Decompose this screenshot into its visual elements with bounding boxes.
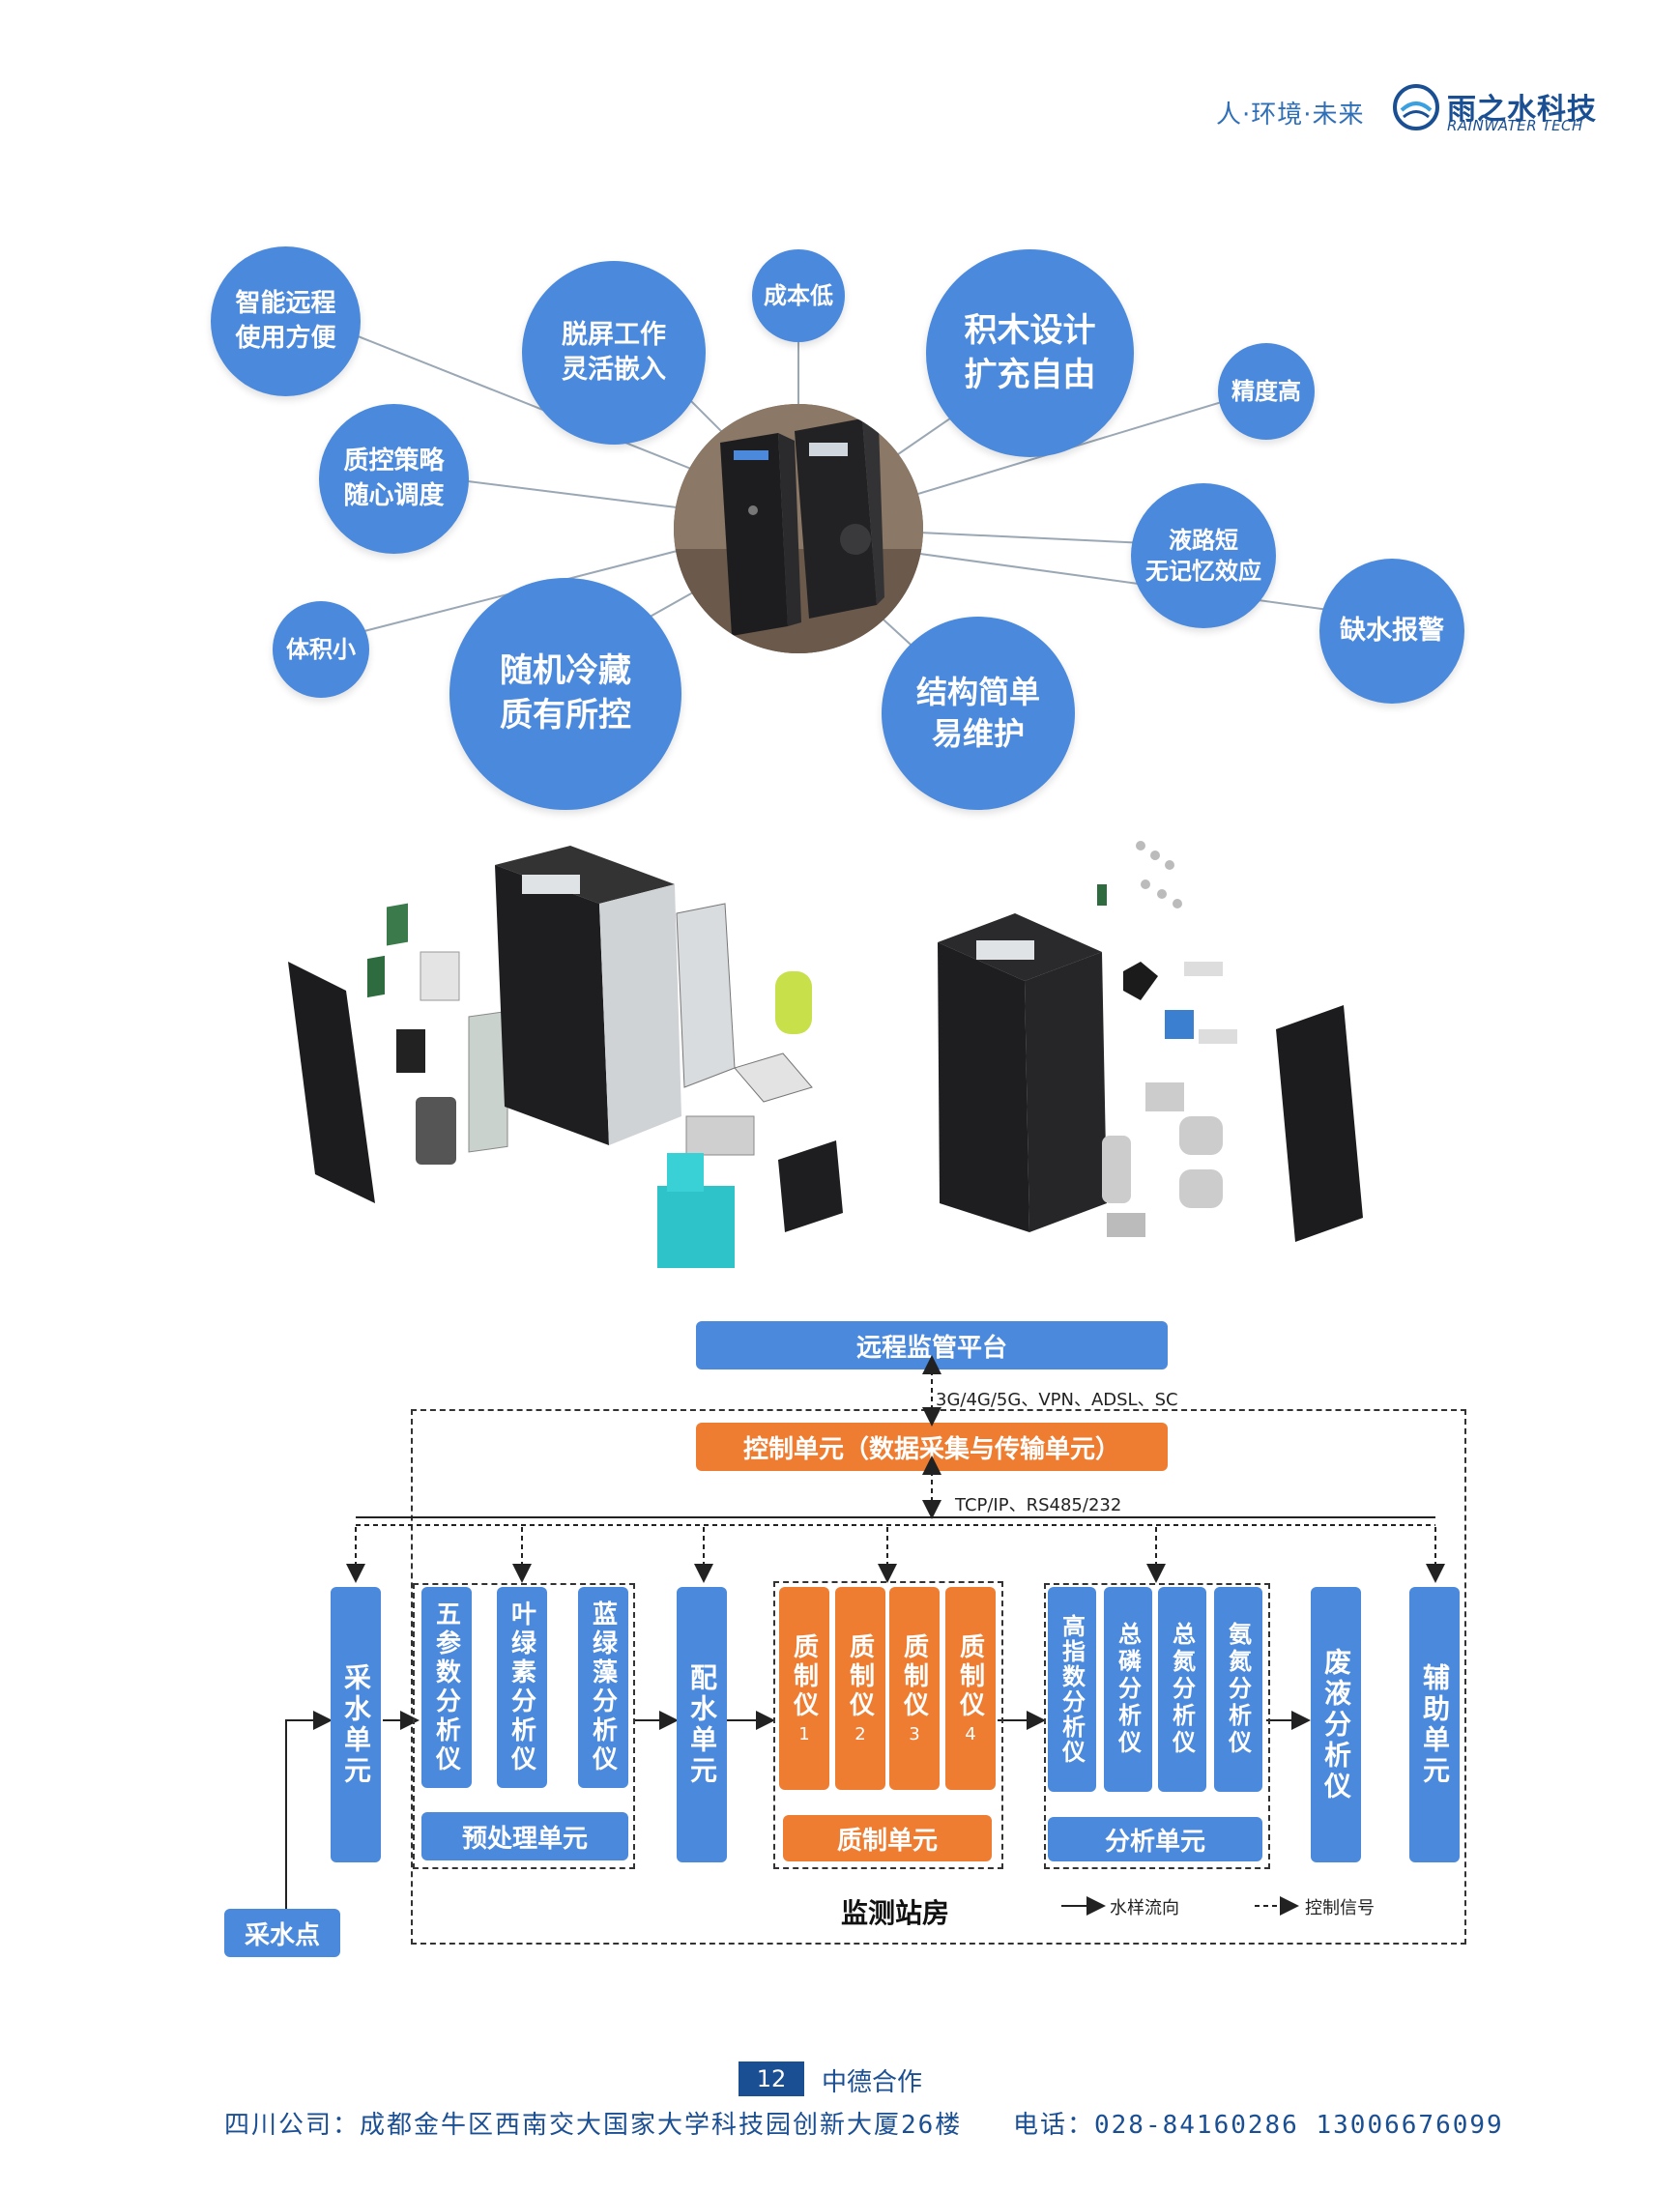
qc-instrument-4-num: 4: [965, 1723, 976, 1744]
feature-bubble-water-alarm: 缺水报警: [1319, 559, 1464, 704]
qc-instrument-1-num: 1: [798, 1723, 810, 1744]
qc-instrument-3-label: 质制仪: [899, 1632, 929, 1720]
page-number: 12: [739, 2061, 804, 2096]
feature-bubble-small-size: 体积小: [273, 601, 369, 698]
footer-address: 四川公司：成都金牛区西南交大国家大学科技园创新大厦26楼: [224, 2111, 963, 2140]
qc-instrument-1: 质制仪 1: [779, 1587, 829, 1790]
feature-bubble-modular: 积木设计 扩充自由: [926, 249, 1134, 457]
qc-instrument-4: 质制仪 4: [945, 1587, 996, 1790]
legend-signal: 控制信号: [1305, 1898, 1375, 1918]
feature-bubble-offscreen: 脱屏工作 灵活嵌入: [522, 261, 706, 445]
waste-unit: 废液分析仪: [1311, 1587, 1361, 1862]
network-label: 3G/4G/5G、VPN、ADSL、SC: [936, 1390, 1178, 1410]
analyzer-3: 总氮分析仪: [1158, 1587, 1206, 1792]
analysis-unit: 分析单元: [1048, 1817, 1262, 1861]
sampling-point: 采水点: [224, 1909, 340, 1957]
footer-title: 中德合作: [822, 2068, 923, 2097]
pre-group-frame: [413, 1583, 635, 1869]
slogan: 人·环境·未来: [1216, 101, 1365, 130]
qc-instrument-2: 质制仪 2: [835, 1587, 885, 1790]
feature-bubble-easy-maint: 结构简单 易维护: [882, 617, 1075, 810]
qc-instrument-2-label: 质制仪: [845, 1632, 875, 1720]
pre-instrument-3: 蓝绿藻分析仪: [578, 1587, 628, 1788]
pre-instrument-1: 五参数分析仪: [421, 1587, 472, 1788]
qc-instrument-1-label: 质制仪: [789, 1632, 819, 1720]
qc-instrument-3: 质制仪 3: [889, 1587, 940, 1790]
analysis-group-frame: [1044, 1583, 1270, 1869]
feature-bubble-low-cost: 成本低: [752, 249, 845, 342]
logo-cn: 雨之水科技: [1447, 93, 1597, 127]
bus-label: TCP/IP、RS485/232: [955, 1495, 1122, 1515]
exploded-view-illustration: [288, 841, 1363, 1268]
product-photo: [674, 404, 923, 653]
analyzer-1: 高指数分析仪: [1048, 1587, 1096, 1792]
analyzer-2: 总磷分析仪: [1104, 1587, 1152, 1792]
qc-instrument-2-num: 2: [854, 1723, 866, 1744]
company-logo-icon: [1393, 84, 1439, 130]
feature-bubble-precision: 精度高: [1218, 343, 1315, 440]
sampling-unit: 采水单元: [331, 1587, 381, 1862]
feature-bubble-cold-storage: 随机冷藏 质有所控: [449, 578, 681, 810]
qc-instrument-3-num: 3: [909, 1723, 920, 1744]
station-label: 监测站房: [841, 1897, 950, 1929]
aux-unit: 辅助单元: [1409, 1587, 1460, 1862]
qc-group-frame: [773, 1581, 1003, 1869]
pre-unit: 预处理单元: [421, 1812, 628, 1860]
analyzer-4: 氨氮分析仪: [1214, 1587, 1262, 1792]
legend-flow: 水样流向: [1110, 1898, 1179, 1918]
pre-instrument-2: 叶绿素分析仪: [497, 1587, 547, 1788]
logo-en: RAINWATER TECH: [1447, 117, 1583, 134]
mixing-unit: 配水单元: [677, 1587, 727, 1862]
flow-lines: [285, 1355, 1445, 1916]
qc-unit: 质制单元: [783, 1815, 992, 1861]
footer-phone: 电话：028-84160286 13006676099: [1013, 2111, 1504, 2140]
feature-bubble-qc-strategy: 质控策略 随心调度: [319, 404, 469, 554]
feature-bubble-remote: 智能远程 使用方便: [211, 246, 361, 396]
qc-instrument-4-label: 质制仪: [955, 1632, 985, 1720]
feature-bubble-short-path: 液路短 无记忆效应: [1131, 483, 1276, 628]
